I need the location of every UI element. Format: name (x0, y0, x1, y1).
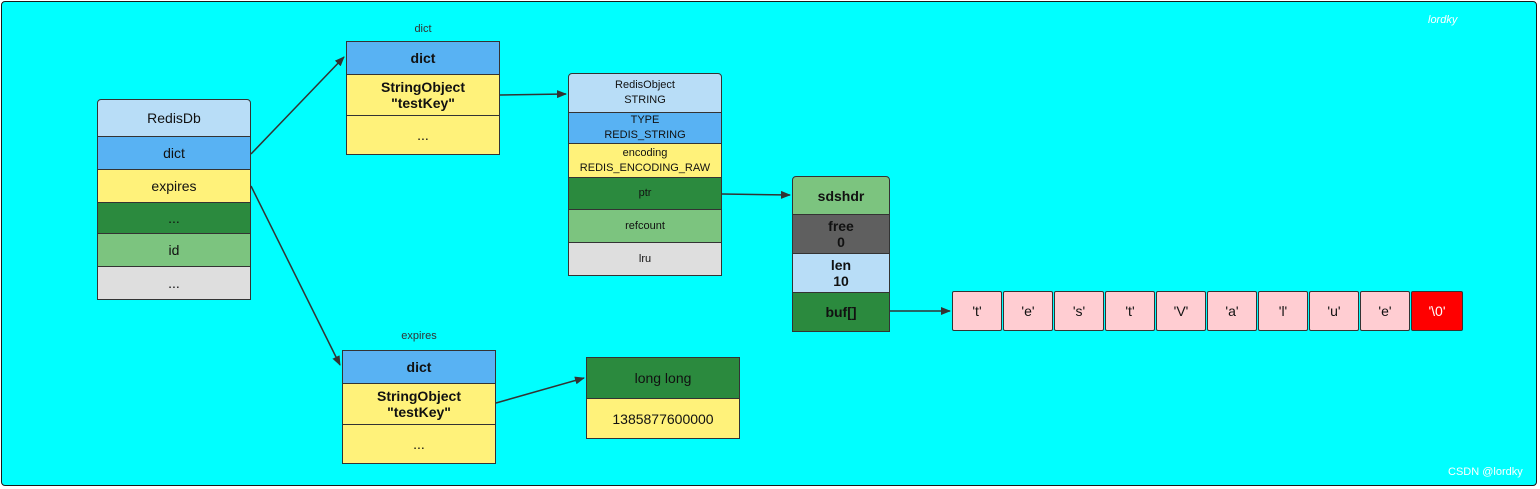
sdshdr-len-field: len 10 (792, 253, 890, 293)
expires-dict-header: dict (342, 350, 496, 384)
arrow-ptr-to-sdshdr (721, 190, 791, 199)
redisdb-ellipsis-field: ... (97, 266, 251, 300)
expires-dict-ellipsis-entry: ... (342, 424, 496, 464)
buf-char-cell: 't' (952, 291, 1002, 331)
buf-char-cell: 'e' (1003, 291, 1053, 331)
arrow-dict-to-dict (250, 56, 345, 155)
redisdb-header: RedisDb (97, 99, 251, 137)
redisobject-encoding-field: encoding REDIS_ENCODING_RAW (568, 143, 722, 178)
buf-char-cell: 'e' (1360, 291, 1410, 331)
sdshdr-free-field: free 0 (792, 214, 890, 254)
redisobject-header: RedisObject STRING (568, 73, 722, 113)
footer-credit: CSDN @lordky (1448, 466, 1523, 478)
expires-caption: expires (401, 330, 437, 342)
longlong-value: 1385877600000 (586, 398, 740, 439)
redisobject-table: RedisObject STRING TYPE REDIS_STRING enc… (568, 73, 722, 276)
redisdb-expires-field: expires (97, 169, 251, 203)
expires-dict-table: dict StringObject "testKey" ... (342, 350, 496, 464)
redisobject-lru-field: lru (568, 242, 722, 276)
dict-table: dict StringObject "testKey" ... (346, 41, 500, 155)
dict-caption: dict (414, 23, 432, 35)
buf-char-cell: 'V' (1156, 291, 1206, 331)
buf-char-cell: 'a' (1207, 291, 1257, 331)
buf-terminator-cell: '\0' (1411, 291, 1463, 331)
buf-char-cell: 's' (1054, 291, 1104, 331)
redisdb-id-field: id (97, 233, 251, 267)
buf-char-cell: 't' (1105, 291, 1155, 331)
redisobject-ptr-field: ptr (568, 177, 722, 210)
sdshdr-buf-field: buf[] (792, 292, 890, 332)
buf-char-cell: 'u' (1309, 291, 1359, 331)
buf-char-cell: 'l' (1258, 291, 1308, 331)
redisdb-ellipsis-field: ... (97, 202, 251, 234)
expires-dict-key-entry: StringObject "testKey" (342, 383, 496, 425)
arrow-key-to-redisobject (499, 90, 567, 99)
sdshdr-table: sdshdr free 0 len 10 buf[] (792, 176, 890, 332)
watermark: lordky (1428, 14, 1458, 26)
redisobject-refcount-field: refcount (568, 209, 722, 243)
dict-key-entry: StringObject "testKey" (346, 74, 500, 116)
arrow-expires-key-to-longlong (495, 376, 585, 404)
longlong-table: long long 1385877600000 (586, 357, 740, 439)
buf-array: 't' 'e' 's' 't' 'V' 'a' 'l' 'u' 'e' '\0' (952, 291, 1464, 331)
redisdb-table: RedisDb dict expires ... id ... (97, 99, 251, 300)
dict-ellipsis-entry: ... (346, 115, 500, 155)
arrow-expires-to-expires-dict (250, 185, 341, 366)
